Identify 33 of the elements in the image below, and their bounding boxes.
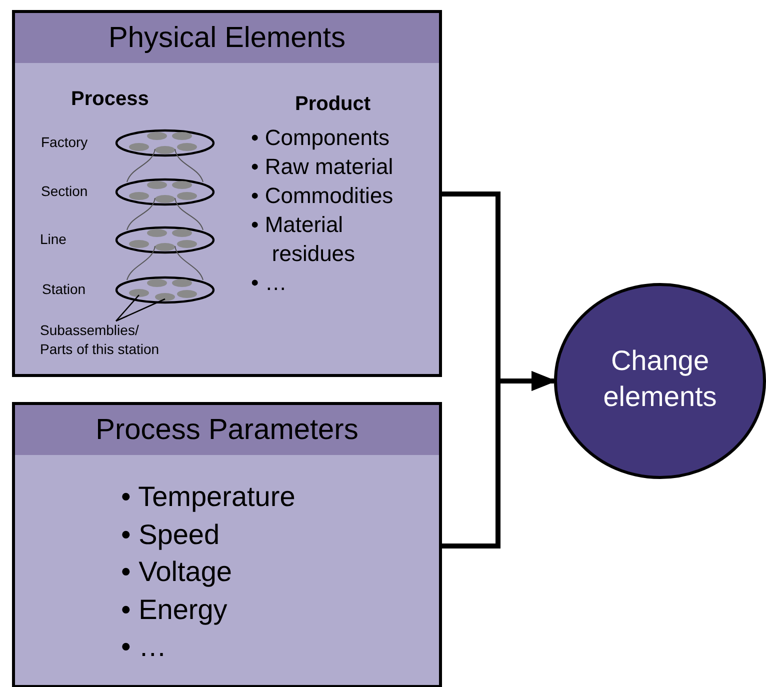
panel-header: Physical Elements — [15, 13, 439, 63]
bullet-item: • … — [121, 630, 168, 664]
bullet-item: • Commodities — [251, 182, 394, 210]
funnel-line — [174, 246, 204, 280]
panel — [12, 402, 442, 687]
level-label: Station — [42, 281, 86, 297]
column-heading: Product — [295, 93, 371, 116]
leader-line — [116, 294, 140, 322]
funnel-line — [174, 148, 204, 182]
bullet-item: • Temperature — [121, 480, 296, 514]
annotation-text: Subassemblies/ Parts of this station — [40, 321, 171, 359]
level-label: Section — [41, 183, 88, 199]
panel — [12, 10, 442, 377]
change-ellipse — [554, 283, 766, 479]
bullet-item: • Energy — [121, 592, 228, 627]
funnel-line — [174, 198, 204, 230]
bullet-item: • Voltage — [121, 555, 234, 589]
level-label: Factory — [41, 134, 88, 150]
level-label: Line — [40, 231, 66, 247]
funnel-line — [126, 246, 156, 280]
panel-header: Process Parameters — [15, 405, 439, 455]
bullet-item: • Raw material — [251, 153, 394, 181]
bullet-item: • Components — [251, 124, 391, 152]
bullet-item: • Material residues — [251, 211, 356, 268]
part-dot — [155, 293, 175, 301]
bullet-item: • Speed — [121, 518, 221, 552]
funnel-line — [126, 148, 156, 182]
funnel-line — [126, 198, 156, 230]
node-label: Change elements — [602, 344, 718, 414]
leader-line — [116, 298, 166, 322]
column-heading: Process — [71, 88, 149, 111]
part-dot — [129, 289, 149, 297]
bullet-item: • … — [251, 269, 288, 297]
